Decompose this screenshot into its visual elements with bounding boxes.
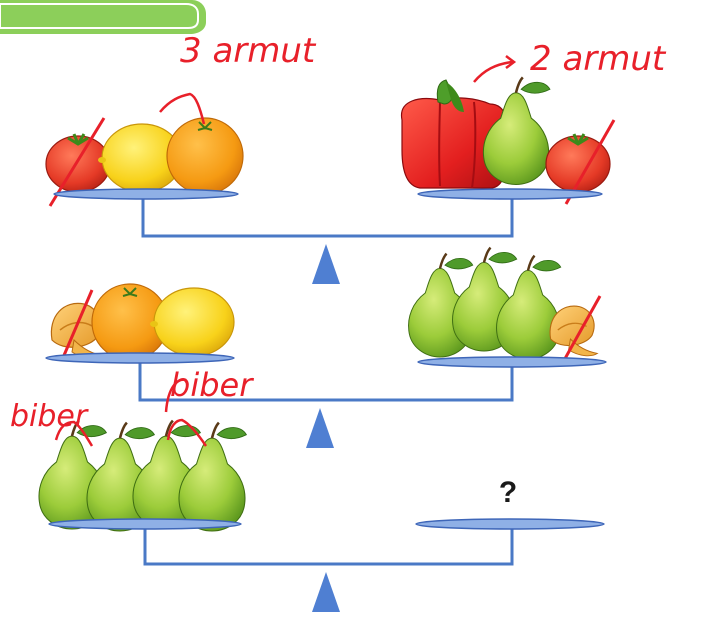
scale-1-pivot <box>312 244 340 284</box>
annotation-3-armut: 3 armut <box>180 31 317 71</box>
scale-2-left-pan <box>45 283 235 364</box>
scale-2-right-pan <box>407 246 607 368</box>
orange-icon <box>166 117 244 195</box>
scale-3-left-plate <box>48 518 242 530</box>
bracket-mark <box>166 418 208 447</box>
cross-out-mark <box>48 117 106 207</box>
scale-3-right-pan: ? <box>415 476 605 530</box>
scale-3-left-pan <box>37 419 248 533</box>
bracket-mark <box>159 92 206 125</box>
cross-out-mark <box>60 289 94 361</box>
scale-3-beam <box>143 526 514 566</box>
scale-1-right-pan <box>401 76 616 205</box>
scale-2-pivot <box>306 408 334 448</box>
scale-1: 3 armut 2 armut <box>44 31 667 284</box>
scale-2: biber <box>45 246 607 448</box>
scale-1-left-plate <box>53 188 239 200</box>
red-pepper-icon <box>401 79 510 189</box>
annotation-biber-middle: biber <box>170 366 254 404</box>
bracket-mark <box>54 420 94 447</box>
pear-icon <box>177 421 248 533</box>
scale-2-right-plate <box>417 356 607 368</box>
lemon-icon <box>149 287 235 357</box>
scale-1-left-pan <box>44 117 244 207</box>
scale-3-right-plate <box>415 518 605 530</box>
unknown-question-mark: ? <box>499 476 517 509</box>
annotation-biber-left: biber <box>10 399 89 434</box>
annotation-2-armut: 2 armut <box>530 39 667 79</box>
bracket-mark <box>164 378 187 413</box>
cross-out-mark <box>560 295 602 365</box>
pear-icon <box>495 254 563 361</box>
scale-2-left-plate <box>45 352 235 364</box>
scale-2-beam <box>138 360 514 402</box>
scale-1-beam <box>141 196 514 238</box>
pear-icon <box>482 76 552 186</box>
arrow-icon <box>473 55 517 83</box>
scale-1-right-plate <box>417 188 603 200</box>
scale-3-pivot <box>312 572 340 612</box>
scale-3: ? biber <box>10 399 605 612</box>
header-tab <box>0 0 206 34</box>
